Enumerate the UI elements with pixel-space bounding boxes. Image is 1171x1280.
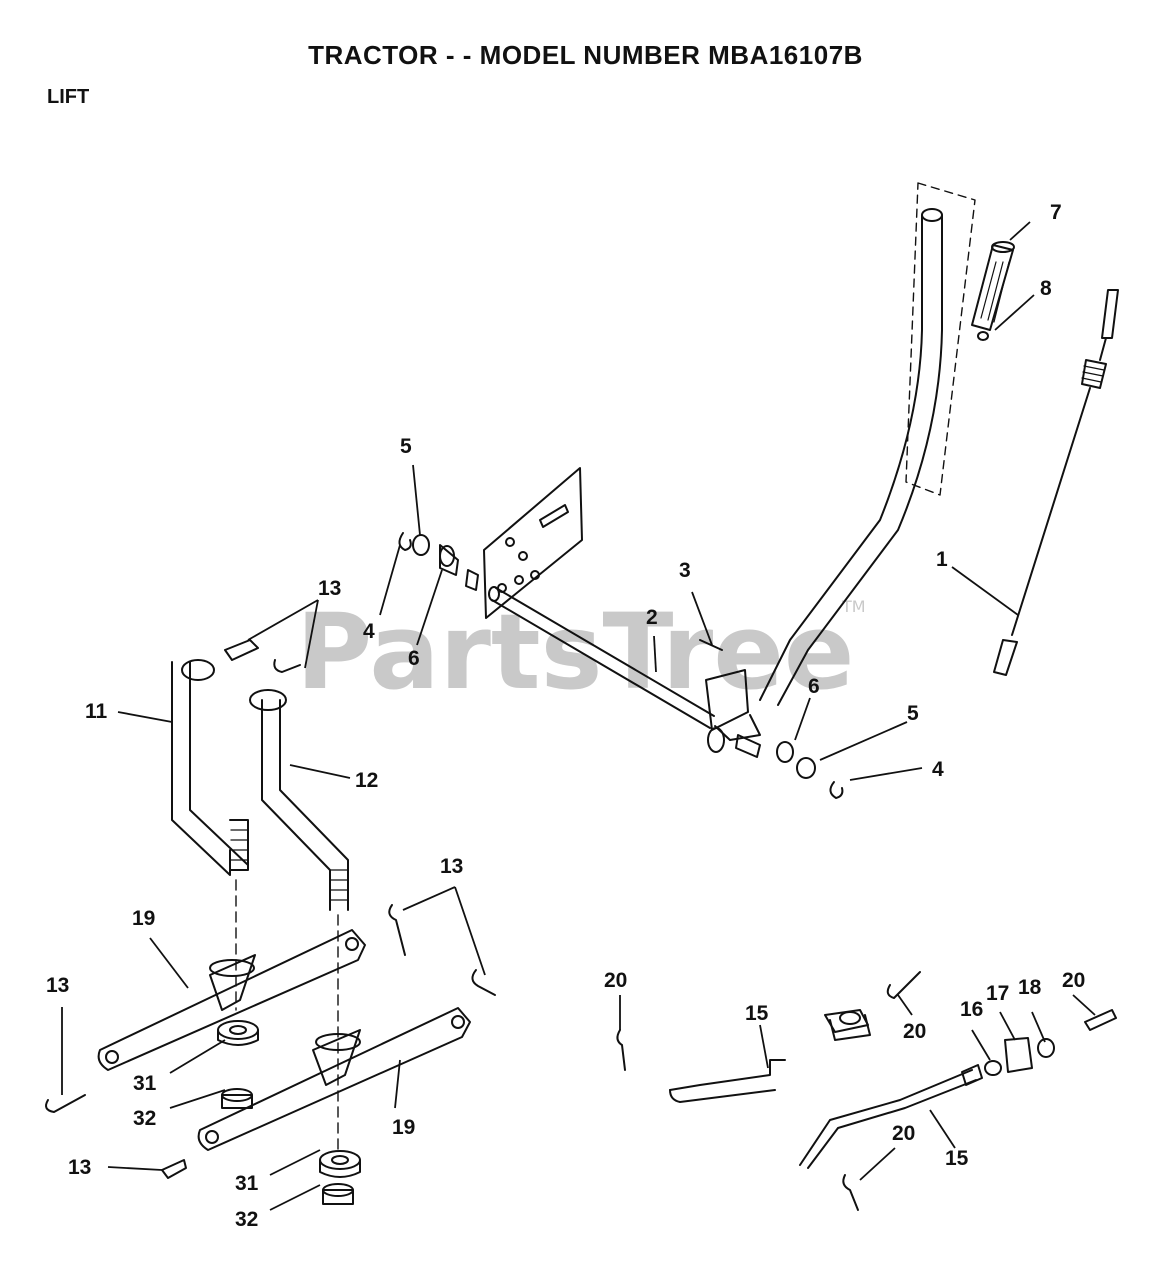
diagram-title: TRACTOR - - MODEL NUMBER MBA16107B bbox=[308, 40, 863, 70]
callout-12: 12 bbox=[355, 769, 378, 792]
handle-button bbox=[977, 331, 989, 341]
lift-link-11 bbox=[171, 659, 249, 876]
callout-31-lower: 31 bbox=[235, 1172, 259, 1195]
callout-13-middle: 13 bbox=[440, 855, 463, 878]
nut-32-lower bbox=[322, 1183, 354, 1205]
callout-19-upper: 19 bbox=[132, 907, 155, 930]
upper-hardware bbox=[398, 532, 479, 591]
lift-arm-upper bbox=[97, 929, 366, 1071]
lift-link-12 bbox=[249, 689, 349, 911]
callout-11: 11 bbox=[85, 700, 108, 723]
cotter-pin-3 bbox=[699, 639, 723, 651]
nut-32-upper bbox=[221, 1088, 253, 1109]
callout-32-upper: 32 bbox=[133, 1107, 156, 1130]
callout-13-bottom: 13 bbox=[68, 1156, 91, 1179]
handle-grip bbox=[971, 241, 1015, 331]
cotter-pins-20 bbox=[616, 971, 1117, 1211]
cross-shaft bbox=[488, 586, 761, 753]
callout-17: 17 bbox=[986, 982, 1009, 1005]
lift-handle bbox=[759, 182, 976, 706]
callout-1: 1 bbox=[936, 548, 948, 571]
lift-rod bbox=[993, 289, 1119, 676]
leader-lines bbox=[61, 221, 1096, 1211]
callout-20-bottom: 20 bbox=[892, 1122, 915, 1145]
rod-15-lower bbox=[799, 1064, 983, 1169]
callout-7: 7 bbox=[1050, 201, 1062, 224]
callout-6-right: 6 bbox=[808, 675, 820, 698]
callout-15-lower: 15 bbox=[945, 1147, 969, 1170]
callout-5-upper: 5 bbox=[400, 435, 412, 458]
callout-15-upper: 15 bbox=[745, 1002, 769, 1025]
section-label: LIFT bbox=[47, 86, 90, 108]
callout-32-lower: 32 bbox=[235, 1208, 258, 1231]
callout-16: 16 bbox=[960, 998, 983, 1021]
callout-4-right: 4 bbox=[932, 758, 944, 781]
clevis-assembly bbox=[824, 1009, 871, 1041]
callout-13-top: 13 bbox=[318, 577, 341, 600]
callout-19-lower: 19 bbox=[392, 1116, 415, 1139]
callout-5-right: 5 bbox=[907, 702, 919, 725]
bushing-31-lower bbox=[319, 1150, 361, 1178]
hairpin-clips bbox=[45, 904, 496, 1179]
callout-8: 8 bbox=[1040, 277, 1052, 300]
callout-3: 3 bbox=[679, 559, 691, 582]
callout-31-upper: 31 bbox=[133, 1072, 157, 1095]
alignment-lines bbox=[235, 879, 339, 1151]
callout-2: 2 bbox=[646, 606, 658, 629]
callout-6-upper: 6 bbox=[408, 647, 420, 670]
pivot-plate bbox=[483, 467, 583, 619]
callout-13-left: 13 bbox=[46, 974, 69, 997]
callout-20-left: 20 bbox=[604, 969, 627, 992]
block-17 bbox=[1004, 1037, 1033, 1073]
right-hardware bbox=[735, 734, 844, 799]
watermark-text: PartsTree bbox=[296, 591, 854, 713]
callout-20-middle: 20 bbox=[903, 1020, 926, 1043]
clevis-pins-top bbox=[224, 639, 301, 673]
lift-arm-lower bbox=[197, 1007, 471, 1151]
washer-18 bbox=[1037, 1038, 1055, 1058]
callout-20-right: 20 bbox=[1062, 969, 1085, 992]
bushing-31-upper bbox=[217, 1020, 259, 1046]
ferrule-16 bbox=[984, 1060, 1002, 1076]
rod-15-upper bbox=[669, 1059, 786, 1103]
watermark-trademark: TM bbox=[841, 597, 866, 616]
callout-18: 18 bbox=[1018, 976, 1042, 999]
callout-4-upper: 4 bbox=[363, 620, 375, 643]
